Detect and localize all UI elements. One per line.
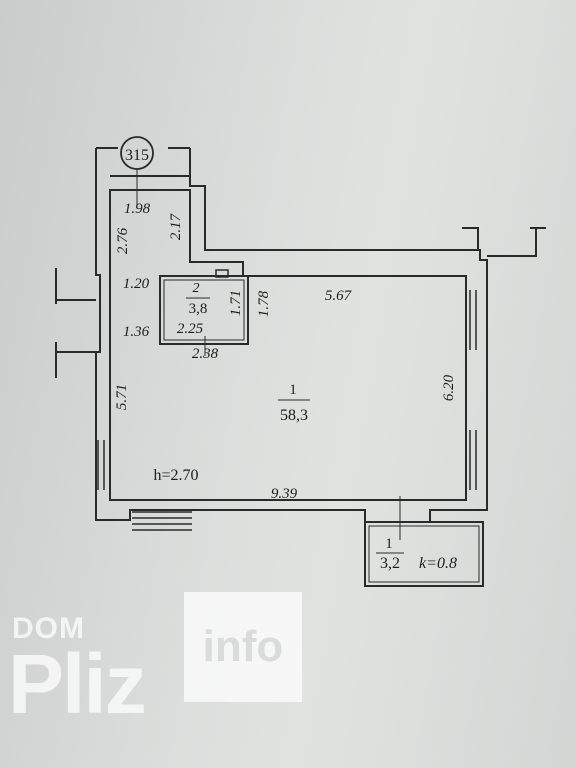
bathroom-number: 2 bbox=[193, 281, 200, 296]
dim-bath-height: 1.71 bbox=[228, 290, 244, 316]
bathroom-area: 3,8 bbox=[189, 301, 208, 317]
watermark-box: info bbox=[184, 592, 302, 702]
dim-corridor-right-upper: 2.17 bbox=[168, 212, 184, 240]
window-right bbox=[469, 290, 477, 490]
balcony-area: 3,2 bbox=[380, 555, 400, 572]
bathroom-room bbox=[159, 275, 249, 345]
dim-bottom-wall: 9.39 bbox=[271, 486, 298, 502]
outer-walls bbox=[95, 148, 488, 523]
dim-room-depth-right: 1.78 bbox=[256, 290, 272, 317]
dim-left-wall: 5.71 bbox=[114, 384, 130, 410]
dim-bath-outer-width: 2.38 bbox=[192, 346, 219, 362]
balcony-coefficient: k=0.8 bbox=[419, 555, 457, 572]
window-bottom bbox=[132, 511, 192, 531]
dim-corridor-top-width: 1.98 bbox=[124, 201, 151, 217]
dim-top-wall: 5.67 bbox=[325, 288, 353, 304]
dim-corridor-left-upper: 2.76 bbox=[115, 227, 131, 254]
apartment-number: 315 bbox=[125, 147, 149, 164]
main-room-number: 1 bbox=[289, 382, 297, 398]
dim-corridor-passage: 1.20 bbox=[123, 276, 150, 292]
watermark-dom: DOM bbox=[12, 612, 85, 645]
watermark-pliz: Pliz bbox=[8, 637, 147, 731]
balcony-number: 1 bbox=[385, 536, 393, 552]
main-room-area: 58,3 bbox=[280, 407, 308, 424]
dim-right-wall: 6.20 bbox=[441, 374, 457, 401]
dim-bath-inner-width: 2.25 bbox=[177, 321, 204, 337]
window-left bbox=[97, 440, 105, 490]
balcony-room bbox=[364, 521, 484, 587]
dim-corridor-lower: 1.36 bbox=[123, 324, 150, 340]
watermark-info: info bbox=[202, 622, 284, 671]
watermark-logo: info DOM Pliz bbox=[8, 592, 308, 732]
ceiling-height: h=2.70 bbox=[153, 467, 198, 484]
